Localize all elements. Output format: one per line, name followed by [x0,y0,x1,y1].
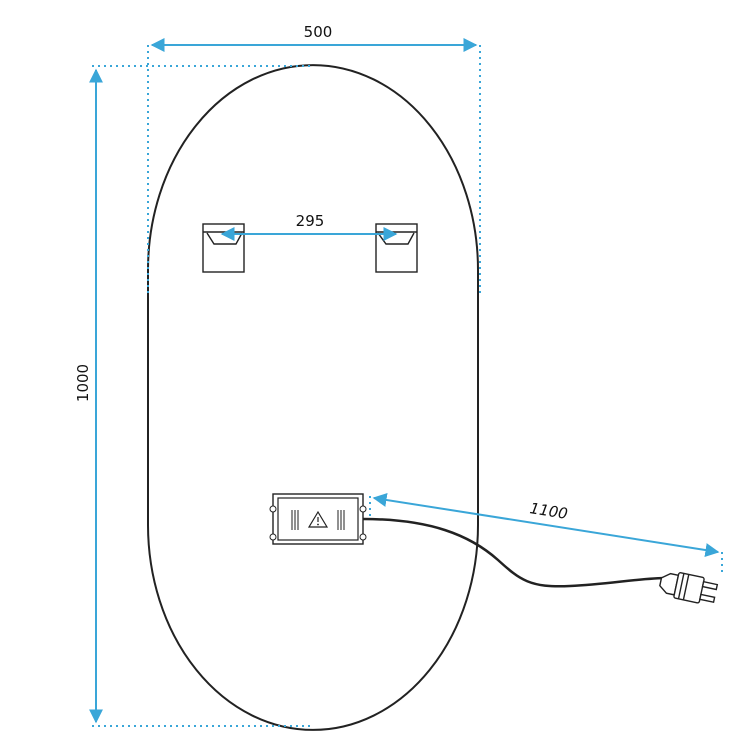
mounting-bracket-right [375,223,418,273]
power-cable [362,517,669,588]
warning-triangle-icon [307,510,329,528]
bracket-spacing-label: 295 [296,212,325,230]
cable-length-label: 1100 [529,499,570,523]
extension-lines [92,45,723,727]
mounting-bracket-left [202,223,245,273]
cable-length-dimension-line [372,493,720,557]
power-plug-icon [659,572,719,604]
height-label: 1000 [74,364,92,402]
led-driver-box [269,493,367,545]
mirror-outline [147,64,479,731]
width-label: 500 [304,23,333,41]
